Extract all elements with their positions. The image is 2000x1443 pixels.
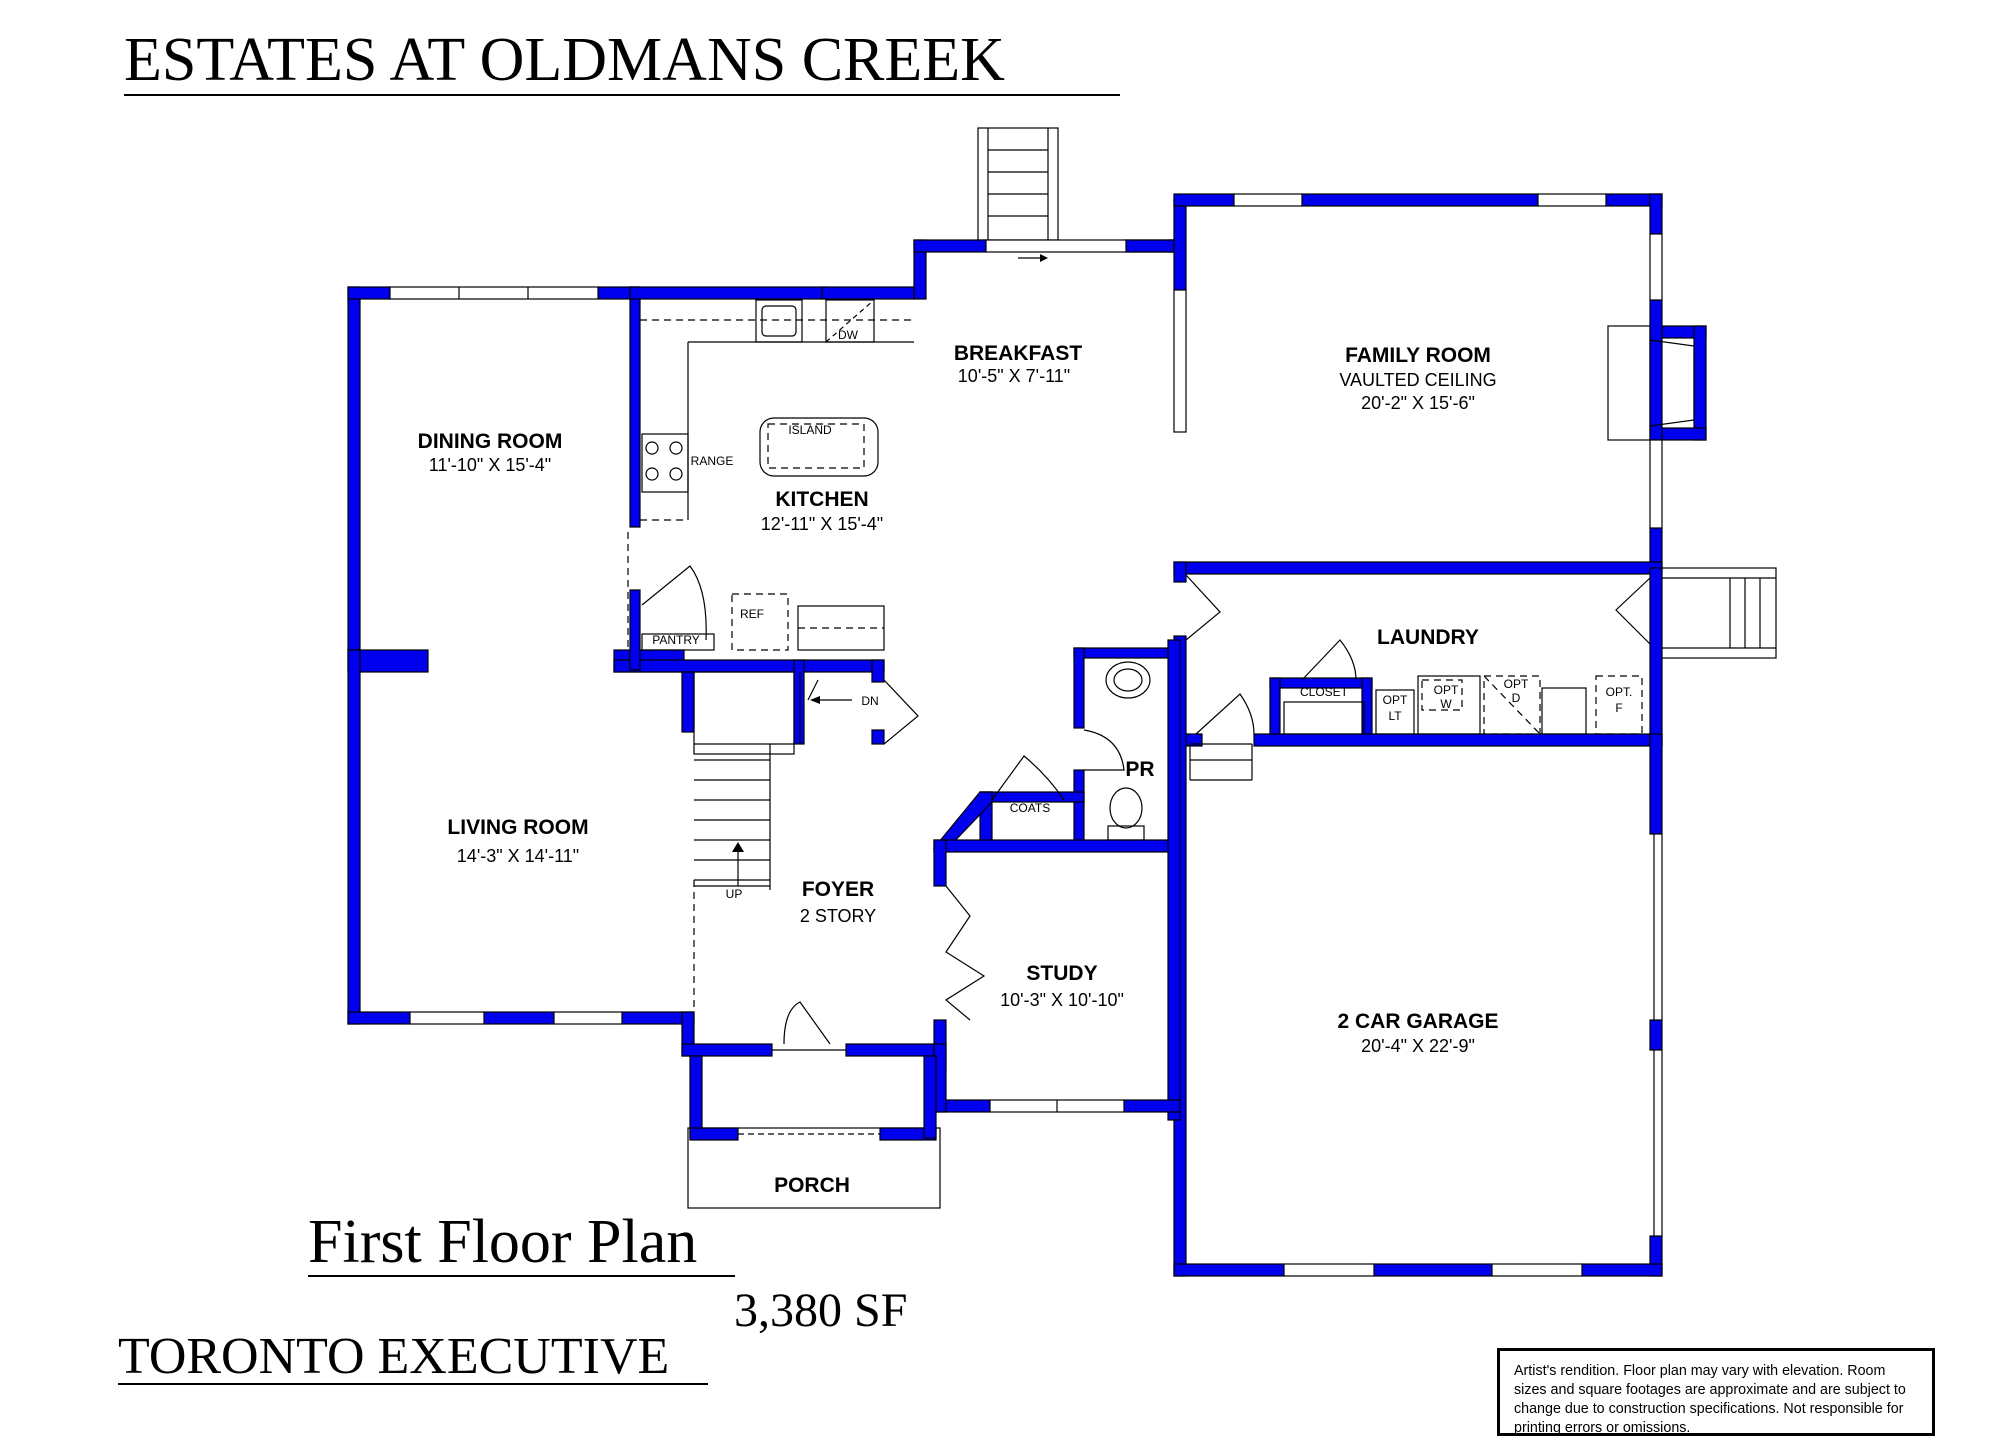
opt-f-label-1: OPT. xyxy=(1606,685,1633,699)
rear-steps xyxy=(977,127,1059,241)
kitchen-name: KITCHEN xyxy=(775,488,868,511)
powder-room-fixtures xyxy=(1105,661,1151,841)
opt-d-label-1: OPT xyxy=(1504,677,1529,691)
stairs-down-label: DN xyxy=(861,694,878,708)
foyer-note: 2 STORY xyxy=(800,906,876,926)
room-labels: BREAKFAST 10'-5" X 7'-11" FAMILY ROOM VA… xyxy=(418,342,1499,1197)
family-room-name: FAMILY ROOM xyxy=(1345,344,1491,367)
kitchen-size: 12'-11" X 15'-4" xyxy=(761,514,883,534)
range-label: RANGE xyxy=(691,454,734,468)
windows xyxy=(389,193,1663,1277)
breakfast-size: 10'-5" X 7'-11" xyxy=(958,366,1070,386)
family-room-size: 20'-2" X 15'-6" xyxy=(1361,393,1475,413)
foyer-name: FOYER xyxy=(802,878,874,901)
study-name: STUDY xyxy=(1026,962,1097,985)
walls xyxy=(347,193,1707,1277)
disclaimer-text: Artist's rendition. Floor plan may vary … xyxy=(1514,1363,1906,1436)
opt-f-label-2: F xyxy=(1615,701,1622,715)
laundry-name: LAUNDRY xyxy=(1377,626,1479,649)
island-label: ISLAND xyxy=(788,423,832,437)
side-steps xyxy=(1657,567,1777,659)
living-room-name: LIVING ROOM xyxy=(447,816,588,839)
model-name: TORONTO EXECUTIVE xyxy=(118,1328,669,1385)
refrigerator-label: REF xyxy=(740,607,764,621)
breakfast-name: BREAKFAST xyxy=(954,342,1083,365)
plan-title: First Floor Plan xyxy=(308,1208,697,1276)
family-room-note: VAULTED CEILING xyxy=(1339,370,1496,390)
coats-label: COATS xyxy=(1010,801,1050,815)
pantry-label: PANTRY xyxy=(652,633,700,647)
opt-w-label-2: W xyxy=(1440,697,1452,711)
disclaimer-box: Artist's rendition. Floor plan may vary … xyxy=(1497,1348,1935,1436)
kitchen-fixtures xyxy=(627,299,914,651)
fixture-labels: ISLAND DW RANGE PANTRY REF CLOSET COATS … xyxy=(652,328,1632,901)
porch-name: PORCH xyxy=(774,1174,850,1197)
garage-name: 2 CAR GARAGE xyxy=(1337,1010,1498,1033)
dining-room-name: DINING ROOM xyxy=(418,430,563,453)
porch xyxy=(687,1127,941,1209)
opt-d-label-2: D xyxy=(1512,691,1521,705)
living-room-size: 14'-3" X 14'-11" xyxy=(457,846,579,866)
opt-w-label-1: OPT xyxy=(1434,683,1459,697)
laundry-fixtures xyxy=(1283,675,1643,735)
square-footage: 3,380 SF xyxy=(734,1284,907,1337)
stairs xyxy=(693,671,1253,1012)
garage-size: 20'-4" X 22'-9" xyxy=(1361,1036,1475,1056)
dishwasher-label: DW xyxy=(838,328,859,342)
closet-label: CLOSET xyxy=(1300,685,1349,699)
stairs-up-label: UP xyxy=(726,887,743,901)
community-title: ESTATES AT OLDMANS CREEK xyxy=(124,26,1005,94)
doors xyxy=(641,254,1651,1135)
powder-room-name: PR xyxy=(1125,758,1154,781)
fireplace xyxy=(1607,325,1695,441)
opt-lt-label-1: OPT xyxy=(1383,693,1408,707)
dining-room-size: 11'-10" X 15'-4" xyxy=(429,455,551,475)
opt-lt-label-2: LT xyxy=(1388,709,1402,723)
study-size: 10'-3" X 10'-10" xyxy=(1000,990,1124,1010)
